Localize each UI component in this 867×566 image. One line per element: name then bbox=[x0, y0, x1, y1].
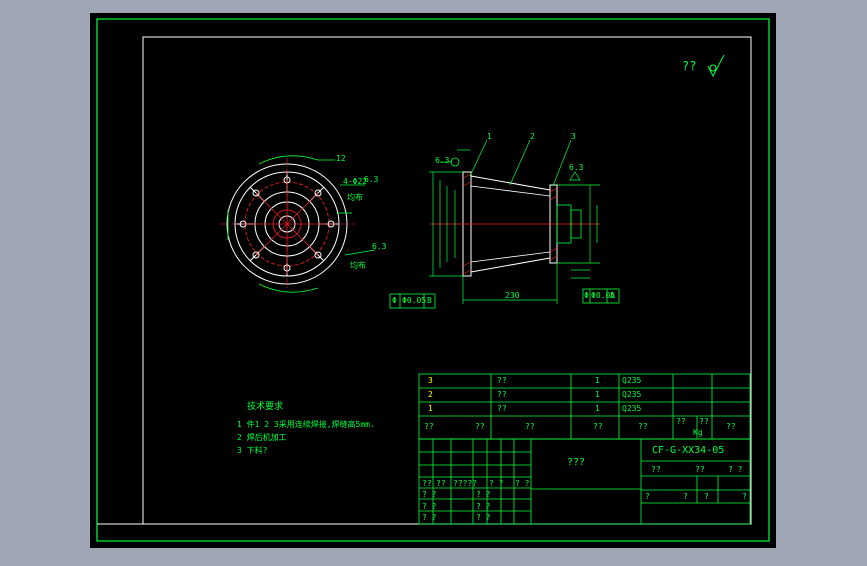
bom-header-c2: ?? bbox=[475, 422, 485, 431]
tech-req-line-3: 3 下料? bbox=[237, 446, 268, 455]
tolerance-frame-left bbox=[389, 293, 436, 309]
tb-r2d: ? bbox=[742, 492, 747, 501]
roughness-6-3-a: 6.3 bbox=[364, 175, 379, 184]
drawing-number: CF-G-XX34-05 bbox=[652, 445, 725, 456]
bom-row-1-qty: 1 bbox=[595, 376, 600, 385]
bom-row-2-name: ?? bbox=[497, 390, 507, 399]
bom-row-2-no: 2 bbox=[428, 390, 433, 399]
lb-r1d: ? ? bbox=[489, 479, 504, 488]
tol-left-datum: B bbox=[427, 296, 432, 305]
bom-header-c4: ?? bbox=[593, 422, 603, 431]
roughness-symbol bbox=[707, 54, 725, 78]
bom-row-1-mat: Q235 bbox=[622, 376, 642, 385]
bom-header-c1: ?? bbox=[424, 422, 434, 431]
bom-row-3-name: ?? bbox=[497, 404, 507, 413]
tol-right-sym: Φ bbox=[584, 291, 589, 300]
roughness-label: ?? bbox=[682, 59, 697, 73]
lb-r1e: ? ? bbox=[515, 479, 530, 488]
tb-r2c: ? bbox=[704, 492, 709, 501]
dim-even-1: 均布 bbox=[347, 193, 363, 202]
balloon-3: 3 bbox=[571, 132, 576, 141]
roughness-6-3-b: 6.3 bbox=[372, 242, 387, 251]
bom-row-3-qty: 1 bbox=[595, 404, 600, 413]
balloon-1: 1 bbox=[487, 132, 492, 141]
tb-r1b: ?? bbox=[695, 465, 705, 474]
title-block bbox=[418, 438, 751, 525]
tol-right-val: Φ0.05 bbox=[591, 291, 616, 300]
drawing-name: ??? bbox=[567, 457, 586, 468]
tol-right-datum: A bbox=[610, 291, 615, 300]
dim-12: 12 bbox=[336, 154, 346, 163]
lb-r2a: ? ? bbox=[422, 490, 437, 499]
tb-r2b: ? bbox=[683, 492, 688, 501]
bom-header-c8: ?? bbox=[726, 422, 736, 431]
cone-section-view bbox=[429, 139, 600, 304]
outer-frame bbox=[96, 18, 770, 542]
flange-end-view bbox=[220, 155, 376, 293]
bom-header-c6: ?? bbox=[676, 417, 686, 426]
dim-holes: 4-Φ22 bbox=[343, 177, 368, 186]
bom-row-1-name: ?? bbox=[497, 376, 507, 385]
roughness-6-3-d: 6.3 bbox=[569, 163, 584, 172]
dim-even-2: 均布 bbox=[350, 261, 366, 270]
bom-header-unit: Kg bbox=[693, 428, 703, 437]
tb-r2a: ? bbox=[645, 492, 650, 501]
bom-header-c3: ?? bbox=[525, 422, 535, 431]
balloon-2: 2 bbox=[530, 132, 535, 141]
lb-r1a: ?? bbox=[422, 479, 432, 488]
tb-r1a: ?? bbox=[651, 465, 661, 474]
lb-r4a: ? ? bbox=[422, 513, 437, 522]
bom-header-c7: ?? bbox=[699, 417, 709, 426]
roughness-6-3-c: 6.3 bbox=[435, 156, 450, 165]
bom-row-3-no: 1 bbox=[428, 404, 433, 413]
tech-req-line-1: 1 件1 2 3采用连续焊接,焊缝高5mm. bbox=[237, 420, 375, 429]
tolerance-frame-right bbox=[582, 288, 620, 304]
tb-r1c: ? ? bbox=[728, 465, 743, 474]
lb-r1c: ????? bbox=[453, 479, 478, 488]
lb-r2b: ? ? bbox=[476, 490, 491, 499]
tol-left-sym: Φ bbox=[392, 296, 397, 305]
lb-r1b: ?? bbox=[436, 479, 446, 488]
lb-r3a: ? ? bbox=[422, 502, 437, 511]
bom-header-c5: ?? bbox=[638, 422, 648, 431]
tech-req-line-2: 2 焊后机加工 bbox=[237, 433, 287, 442]
dim-230: 230 bbox=[505, 291, 520, 300]
bom-row-2-qty: 1 bbox=[595, 390, 600, 399]
bom-row-3-mat: Q235 bbox=[622, 404, 642, 413]
lb-r4b: ? ? bbox=[476, 513, 491, 522]
tech-req-title: 技术要求 bbox=[247, 402, 284, 412]
bom-row-1-no: 3 bbox=[428, 376, 433, 385]
bom-row-2-mat: Q235 bbox=[622, 390, 642, 399]
tol-left-val: Φ0.05 bbox=[402, 296, 427, 305]
lb-r3b: ? ? bbox=[476, 502, 491, 511]
